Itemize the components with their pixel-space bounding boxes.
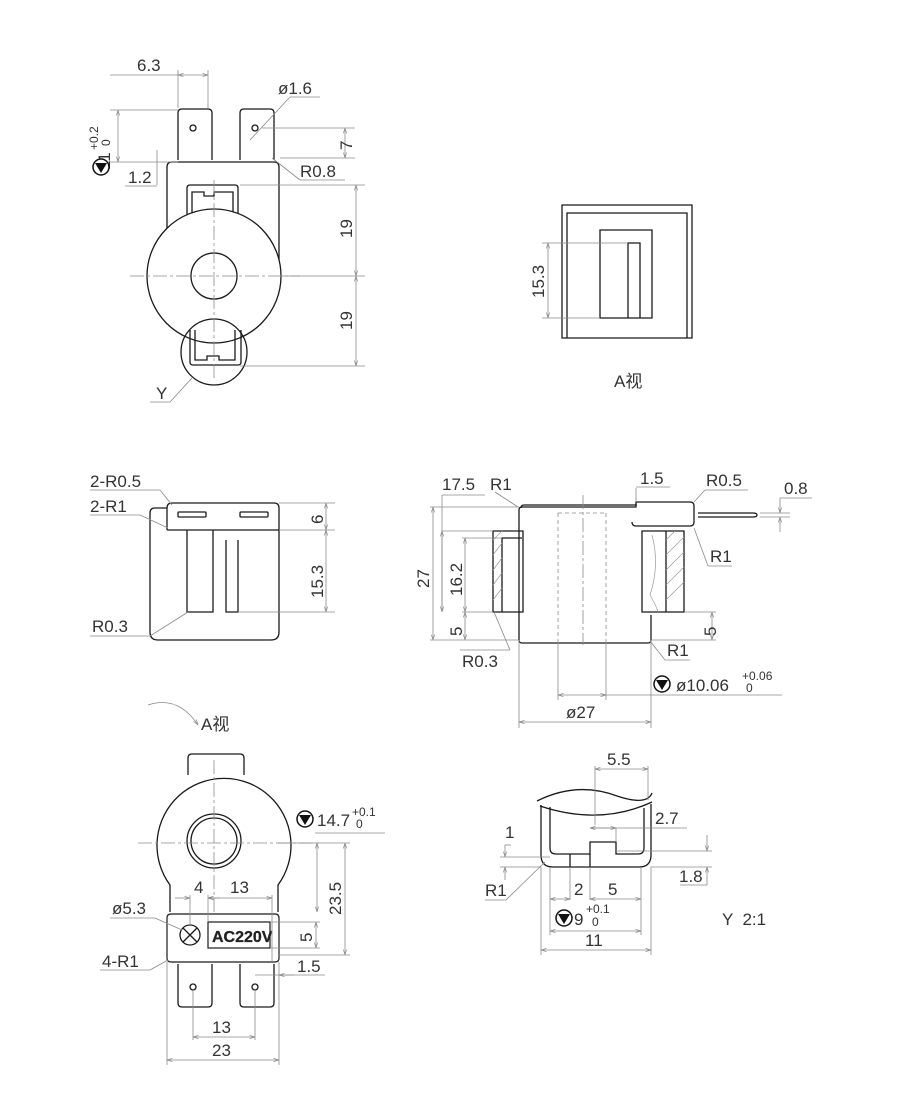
critical-dimension-icon [555, 909, 573, 927]
dim-5-left: 5 [447, 627, 466, 636]
dim-1-5-bottom: 1.5 [297, 957, 321, 976]
dim-1-8: 1.8 [679, 867, 703, 886]
side-view: 2-R0.5 2-R1 R0.3 6 15.3 [90, 472, 335, 641]
front-view: 6.3 ø1.6 11 +0.2 0 1.2 7 R0.8 19 19 Y [87, 56, 365, 403]
dim-r0-5: R0.5 [706, 471, 742, 490]
dim-19-lower: 19 [337, 311, 356, 330]
dim-2-detail: 2 [574, 880, 583, 899]
bottom-view: A视 AC220V 14.7 +0.1 0 23.5 5 4 13 ø5. [100, 702, 385, 1065]
dim-2-r1: 2-R1 [90, 497, 127, 516]
label-plate [207, 921, 271, 949]
dim-bore-tol-upper: +0.06 [742, 669, 773, 683]
dim-11-tol-lower: 0 [99, 139, 113, 146]
dim-13-bottom: 13 [212, 1018, 231, 1037]
dim-19-upper: 19 [337, 219, 356, 238]
critical-dimension-icon [653, 675, 671, 693]
dim-6-3: 6.3 [137, 56, 161, 75]
dim-4: 4 [194, 878, 203, 897]
detail-marker-y: Y [156, 384, 167, 403]
a-view-arrow-label: A视 [201, 715, 229, 734]
dim-6: 6 [308, 515, 327, 524]
dim-bore-tol-lower: 0 [746, 681, 753, 695]
dim-5-plate: 5 [297, 933, 316, 942]
dim-r0-3-side: R0.3 [92, 617, 128, 636]
dim-23: 23 [212, 1041, 231, 1060]
dim-15-3: 15.3 [529, 265, 548, 298]
dim-13-top: 13 [230, 878, 249, 897]
dim-1-5-section: 1.5 [640, 469, 664, 488]
dim-23-5: 23.5 [326, 882, 345, 915]
dim-bore-14-7-tol-lower: 0 [356, 817, 363, 831]
dim-11-tol-upper: +0.2 [87, 126, 101, 150]
dim-hole-5-3: ø5.3 [112, 899, 146, 918]
dim-hole-dia: ø1.6 [278, 79, 312, 98]
section-view: 27 17.5 16.2 5 R1 1.5 R0.5 0.8 R1 5 R0.3… [414, 469, 812, 728]
dim-5-5: 5.5 [607, 750, 631, 769]
dim-bore-14-7: 14.7 [317, 811, 350, 830]
view-a: 15.3 A视 [529, 204, 693, 391]
dim-r0-8: R0.8 [300, 162, 336, 181]
dim-2-7: 2.7 [655, 809, 679, 828]
dim-r1-right: R1 [710, 547, 732, 566]
critical-dimension-icon [296, 810, 314, 828]
dim-1-2: 1.2 [128, 168, 152, 187]
dim-9-tol-lower: 0 [592, 915, 599, 929]
dim-27-height: 27 [414, 569, 433, 588]
dim-bore-10-06: ø10.06 [676, 676, 729, 695]
critical-dimension-icon [92, 158, 110, 176]
dim-15-3-side: 15.3 [308, 565, 327, 598]
dim-5-detail: 5 [608, 880, 617, 899]
detail-y: 5.5 2.7 1 1.8 R1 2 5 9 +0.1 0 11 Y 2:1 [485, 750, 766, 955]
dim-dia-27: ø27 [566, 703, 595, 722]
dim-r1-top-left: R1 [490, 475, 512, 494]
dim-11-detail: 11 [585, 931, 603, 950]
detail-y-caption: Y 2:1 [722, 910, 766, 929]
dim-2-r0-5: 2-R0.5 [90, 472, 141, 491]
dim-r1-detail: R1 [485, 881, 507, 900]
dim-16-2: 16.2 [447, 563, 466, 596]
dim-9: 9 [574, 910, 583, 929]
dim-17-5: 17.5 [442, 475, 475, 494]
dim-bore-14-7-tol-upper: +0.1 [352, 805, 376, 819]
label-plate-text: AC220V [212, 929, 273, 946]
view-a-caption: A视 [614, 372, 642, 391]
dim-r0-3-section: R0.3 [462, 652, 498, 671]
dim-7: 7 [337, 141, 356, 150]
dim-1-detail: 1 [505, 823, 514, 842]
dim-9-tol-upper: +0.1 [586, 902, 610, 916]
dim-4-r1: 4-R1 [102, 952, 139, 971]
dim-5-right: 5 [701, 627, 720, 636]
dim-r1-bottom: R1 [667, 641, 689, 660]
dim-0-8: 0.8 [784, 479, 808, 498]
